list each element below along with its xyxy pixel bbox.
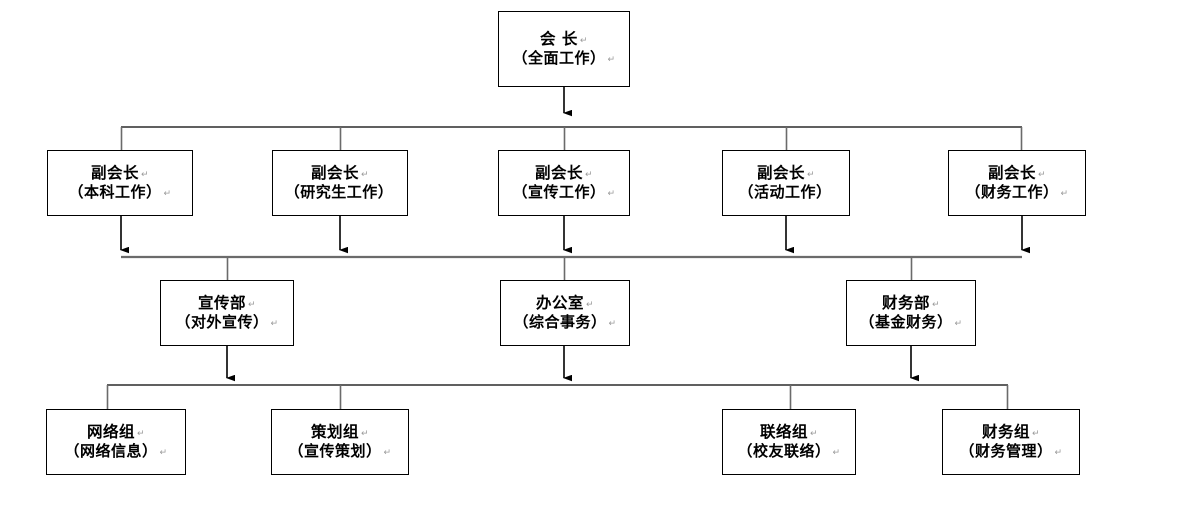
- return-mark-icon: ↵: [383, 448, 392, 459]
- return-mark-icon: ↵: [607, 189, 616, 200]
- node-vice-president-graduate[interactable]: 副会长↵ （研究生工作）: [272, 150, 408, 216]
- node-title: 副会长↵: [534, 162, 594, 182]
- return-mark-icon: ↵: [832, 448, 841, 459]
- return-mark-icon: ↵: [806, 169, 816, 180]
- return-mark-icon: ↵: [608, 319, 617, 330]
- return-mark-icon: ↵: [247, 299, 257, 310]
- node-subtitle: （研究生工作）: [284, 183, 394, 202]
- node-publicity-department[interactable]: 宣传部↵ （对外宣传）↵: [160, 280, 294, 346]
- return-mark-icon: ↵: [931, 299, 941, 310]
- node-title: 副会长↵: [756, 162, 816, 182]
- node-vice-president-activities[interactable]: 副会长↵ （活动工作）: [722, 150, 850, 216]
- node-subtitle: （网络信息）↵: [64, 442, 168, 461]
- node-subtitle: （校友联络）↵: [737, 442, 841, 461]
- return-mark-icon: ↵: [607, 55, 616, 66]
- node-finance-department[interactable]: 财务部↵ （基金财务）↵: [846, 280, 976, 346]
- return-mark-icon: ↵: [584, 169, 594, 180]
- node-president[interactable]: 会 长↵ （全面工作）↵: [498, 11, 630, 87]
- node-title: 宣传部↵: [197, 292, 257, 312]
- node-subtitle: （财务管理）↵: [959, 442, 1063, 461]
- return-mark-icon: ↵: [360, 169, 370, 180]
- node-subtitle: （宣传工作）↵: [512, 183, 616, 202]
- node-liaison-group[interactable]: 联络组↵ （校友联络）↵: [722, 409, 856, 475]
- node-title: 策划组↵: [310, 421, 370, 441]
- return-mark-icon: ↵: [163, 189, 172, 200]
- node-vice-president-publicity[interactable]: 副会长↵ （宣传工作）↵: [498, 150, 630, 216]
- return-mark-icon: ↵: [1031, 428, 1041, 439]
- return-mark-icon: ↵: [579, 35, 588, 46]
- node-subtitle: （本科工作）↵: [68, 183, 172, 202]
- return-mark-icon: ↵: [809, 428, 819, 439]
- return-mark-icon: ↵: [1054, 448, 1063, 459]
- node-subtitle: （对外宣传）↵: [175, 313, 279, 332]
- node-title: 财务组↵: [981, 421, 1041, 441]
- node-subtitle: （综合事务）↵: [513, 313, 617, 332]
- node-finance-group[interactable]: 财务组↵ （财务管理）↵: [942, 409, 1080, 475]
- node-subtitle: （活动工作）: [738, 183, 832, 202]
- node-title: 副会长↵: [310, 162, 370, 182]
- return-mark-icon: ↵: [270, 319, 279, 330]
- node-title: 副会长↵: [90, 162, 150, 182]
- node-subtitle: （全面工作）↵: [512, 49, 616, 68]
- return-mark-icon: ↵: [954, 319, 963, 330]
- node-title: 副会长↵: [987, 162, 1047, 182]
- node-planning-group[interactable]: 策划组↵ （宣传策划）↵: [271, 409, 409, 475]
- node-vice-president-undergrad[interactable]: 副会长↵ （本科工作）↵: [47, 150, 193, 216]
- return-mark-icon: ↵: [136, 428, 146, 439]
- node-title: 财务部↵: [881, 292, 941, 312]
- return-mark-icon: ↵: [585, 299, 595, 310]
- return-mark-icon: ↵: [140, 169, 150, 180]
- return-mark-icon: ↵: [159, 448, 168, 459]
- return-mark-icon: ↵: [1037, 169, 1047, 180]
- node-subtitle: （宣传策划）↵: [288, 442, 392, 461]
- node-title: 联络组↵: [759, 421, 819, 441]
- node-subtitle: （财务工作）↵: [965, 183, 1069, 202]
- node-office[interactable]: 办公室↵ （综合事务）↵: [500, 280, 630, 346]
- node-subtitle: （基金财务）↵: [859, 313, 963, 332]
- return-mark-icon: ↵: [1060, 189, 1069, 200]
- node-title: 会 长↵: [540, 28, 588, 48]
- return-mark-icon: ↵: [360, 428, 370, 439]
- node-title: 办公室↵: [535, 292, 595, 312]
- node-vice-president-finance[interactable]: 副会长↵ （财务工作）↵: [948, 150, 1086, 216]
- node-network-group[interactable]: 网络组↵ （网络信息）↵: [46, 409, 186, 475]
- node-title: 网络组↵: [86, 421, 146, 441]
